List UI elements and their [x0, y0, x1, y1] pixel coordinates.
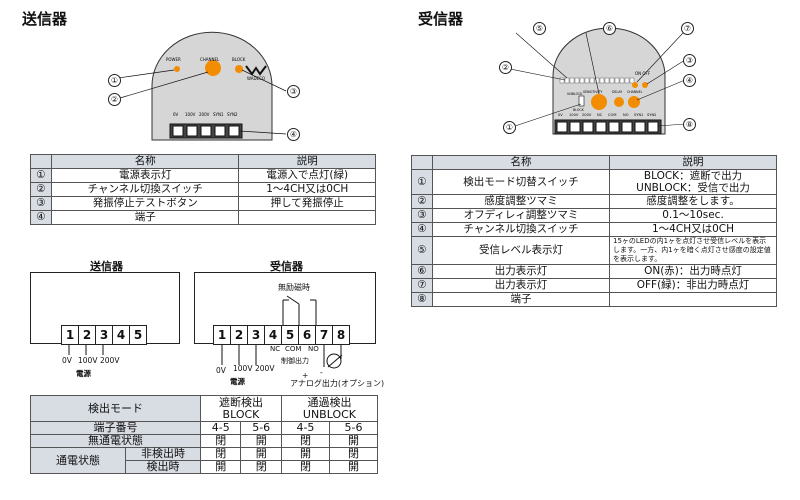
- rx-no: NO: [308, 345, 319, 353]
- svg-text:COM: COM: [608, 113, 616, 117]
- transmitter-panel-diagram: POWER CHANNEL BLOCK WADECO 0V 100V 200V …: [117, 31, 287, 141]
- rx-analog-output: アナログ出力(オプション): [290, 379, 385, 388]
- rx-power-label: 電源: [230, 377, 245, 386]
- tx-block-label: BLOCK: [232, 57, 246, 62]
- svg-text:CHANNEL: CHANNEL: [627, 90, 643, 94]
- rx-plus: +: [302, 371, 309, 380]
- tx-callout-1: ①: [108, 74, 121, 87]
- tx-terminal-2: 2: [78, 325, 96, 345]
- rx-callout-3: ③: [683, 54, 696, 67]
- wiring-tx-title: 送信器: [90, 260, 123, 273]
- rx-volt-2: 200V: [255, 364, 275, 373]
- tx-callout-4: ④: [287, 128, 300, 141]
- rx-terminal-1: 1: [213, 325, 231, 345]
- rx-callout-8: ⑧: [683, 118, 696, 131]
- svg-text:DELAY: DELAY: [612, 90, 622, 94]
- unexcited-label: 無励磁時: [278, 283, 310, 292]
- rx-nc: NC: [270, 345, 281, 353]
- transmitter-title: 送信器: [22, 10, 68, 28]
- tx-logo-text: WADECO: [247, 76, 265, 81]
- rx-terminal-8: 8: [332, 325, 350, 345]
- receiver-panel-diagram: ON OFF UNBLOCK BLOCK SENSITIVITY DELAY C…: [504, 27, 686, 135]
- svg-text:NO: NO: [623, 113, 629, 117]
- svg-text:SYN1: SYN1: [634, 113, 643, 117]
- tx-wires: [68, 345, 104, 355]
- rx-callout-2: ②: [499, 61, 512, 74]
- rx-terminal-7: 7: [315, 325, 333, 345]
- svg-text:200V: 200V: [582, 113, 592, 117]
- svg-text:NC: NC: [597, 113, 603, 117]
- svg-text:SYN2: SYN2: [227, 112, 238, 117]
- svg-text:100V: 100V: [185, 112, 196, 117]
- tx-terminal-5: 5: [129, 325, 147, 345]
- svg-text:SYN1: SYN1: [213, 112, 224, 117]
- rx-callout-5: ⑤: [533, 22, 546, 35]
- tx-terminal-4: 4: [112, 325, 130, 345]
- svg-text:ON OFF: ON OFF: [635, 71, 651, 76]
- svg-text:UNBLOCK: UNBLOCK: [567, 92, 583, 96]
- relay-contact-diagram: [282, 295, 317, 326]
- tx-channel-label: CHANNEL: [200, 57, 220, 62]
- tx-terminal-1: 1: [61, 325, 79, 345]
- rx-terminal-6: 6: [298, 325, 316, 345]
- tx-callout-2: ②: [108, 93, 121, 106]
- rx-terminal-3: 3: [247, 325, 265, 345]
- svg-text:SENSITIVITY: SENSITIVITY: [583, 90, 602, 94]
- tx-volt-2: 200V: [100, 356, 120, 365]
- svg-text:0V: 0V: [173, 112, 179, 117]
- wiring-rx-title: 受信器: [270, 260, 303, 273]
- rx-callout-1: ①: [503, 121, 516, 134]
- svg-text:BLOCK: BLOCK: [573, 108, 585, 112]
- rx-callout-6: ⑥: [603, 22, 616, 35]
- svg-text:200V: 200V: [199, 112, 210, 117]
- svg-text:SYN2: SYN2: [647, 113, 656, 117]
- tx-terminal-3: 3: [95, 325, 113, 345]
- rx-volt-0: 0V: [216, 366, 226, 375]
- receiver-title: 受信器: [418, 10, 464, 28]
- tx-power-label: 電源: [76, 369, 91, 378]
- tx-power-label: POWER: [166, 57, 181, 62]
- tx-volt-0: 0V: [62, 356, 72, 365]
- tx-volt-1: 100V: [78, 356, 98, 365]
- rx-callout-4: ④: [683, 74, 696, 87]
- rx-wires: [221, 345, 343, 369]
- rx-terminal-2: 2: [230, 325, 248, 345]
- rx-callout-7: ⑦: [681, 22, 694, 35]
- rx-volt-1: 100V: [233, 364, 253, 373]
- wadeco-logo-icon: WADECO: [245, 65, 267, 81]
- rx-minus: -: [320, 368, 323, 377]
- rx-terminal-4: 4: [264, 325, 282, 345]
- svg-text:0V: 0V: [558, 113, 563, 117]
- svg-text:100V: 100V: [569, 113, 579, 117]
- rx-terminal-5: 5: [281, 325, 299, 345]
- tx-callout-3: ③: [287, 85, 300, 98]
- rx-com: COM: [285, 345, 302, 353]
- rx-control-output: 制御出力: [281, 357, 309, 365]
